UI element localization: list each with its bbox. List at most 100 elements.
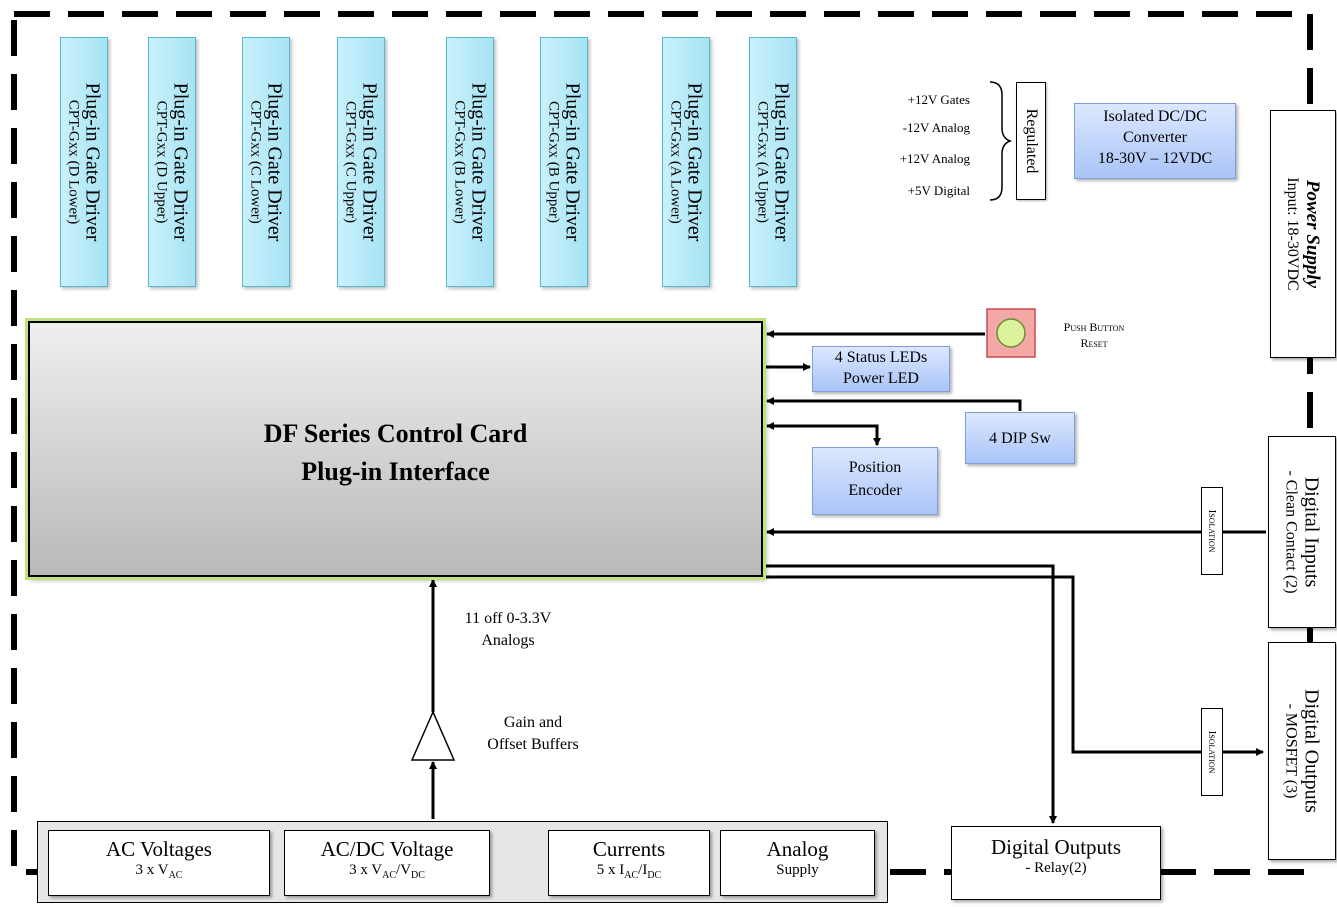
dcdc-line3: 18-30V – 12VDC — [1097, 149, 1213, 167]
position-encoder-line1: Position — [848, 459, 902, 476]
gate-driver-sub: CPT-Gxx (A Lower) — [667, 100, 684, 224]
gate-driver-title: Plug-in Gate Driver — [561, 82, 584, 242]
analog-supply-sub: Supply — [776, 862, 819, 878]
dip-switch-label: 4 DIP Sw — [989, 430, 1051, 447]
gate-driver-title: Plug-in Gate Driver — [770, 82, 793, 242]
acdc-voltage-subscript-dc: DC — [411, 870, 425, 881]
currents-subscript-ac: AC — [624, 870, 639, 881]
dip-switch-box: 4 DIP Sw — [965, 412, 1075, 464]
power-supply-title: Power Supply — [1302, 179, 1324, 289]
gate-driver-title: Plug-in Gate Driver — [467, 82, 490, 242]
digital-inputs-title: Digital Inputs — [1300, 476, 1323, 588]
ac-voltages-sub: 3 x VAC — [49, 862, 269, 881]
ac-voltages-count: 3 x V — [135, 862, 169, 878]
regulated-box: Regulated — [1016, 82, 1046, 200]
isolation-block-outputs: Isolation — [1201, 708, 1223, 796]
gate-driver-sub: CPT-Gxx (C Lower) — [247, 100, 264, 224]
ac-voltages-subscript: AC — [168, 870, 183, 881]
ac-voltages-title: AC Voltages — [106, 837, 212, 861]
relay-arrow — [764, 564, 1057, 824]
digital-outputs-mosfet-sub: - MOSFET (3) — [1282, 703, 1300, 799]
digital-inputs-sub: - Clean Contact (2) — [1282, 470, 1300, 594]
gate-driver-title: Plug-in Gate Driver — [263, 82, 286, 242]
status-leds-line2: Power LED — [843, 369, 919, 387]
acdc-voltage-count: 3 x V — [349, 862, 383, 878]
position-encoder-box: Position Encoder — [812, 447, 938, 515]
analogs-label: 11 off 0-3.3V Analogs — [438, 608, 578, 651]
currents-tail: /I — [638, 862, 648, 878]
gate-driver-title: Plug-in Gate Driver — [683, 82, 706, 242]
relay-outputs-title: Digital Outputs — [990, 835, 1122, 859]
dcdc-line1: Isolated DC/DC — [1103, 108, 1207, 125]
digital-outputs-mosfet-title: Digital Outputs — [1300, 689, 1323, 813]
acdc-voltage-title: AC/DC Voltage — [320, 837, 454, 861]
buffers-label: Gain and Offset Buffers — [458, 712, 608, 755]
acdc-voltage-tail: /V — [396, 862, 412, 878]
currents-sub: 5 x IAC/IDC — [549, 862, 709, 881]
digital-inputs-box: Digital Inputs - Clean Contact (2) — [1268, 436, 1336, 628]
power-supply-box: Power Supply Input: 18-30VDC — [1270, 110, 1336, 358]
gate-driver-sub: CPT-Gxx (B Upper) — [545, 101, 562, 223]
mosfet-arrow — [764, 575, 1264, 756]
acdc-voltage-sub: 3 x VAC/VDC — [285, 862, 489, 881]
relay-outputs-box: Digital Outputs - Relay(2) — [951, 826, 1161, 900]
dcdc-line2: Converter — [1123, 128, 1187, 146]
isolation-label: Isolation — [1206, 509, 1219, 553]
analog-supply-title: Analog — [766, 837, 829, 861]
gate-driver-sub: CPT-Gxx (A Upper) — [754, 101, 771, 223]
control-card-title: DF Series Control Card — [263, 419, 528, 448]
buffers-line1: Gain and — [503, 714, 563, 731]
currents-box: Currents 5 x IAC/IDC — [548, 830, 710, 896]
gate-driver-title: Plug-in Gate Driver — [169, 82, 192, 242]
gate-driver-sub: CPT-Gxx (D Lower) — [65, 99, 82, 225]
acdc-voltage-box: AC/DC Voltage 3 x VAC/VDC — [284, 830, 490, 896]
position-encoder-line2: Encoder — [848, 482, 902, 500]
analogs-line1: 11 off 0-3.3V — [464, 610, 552, 627]
isolation-block-inputs: Isolation — [1201, 487, 1223, 575]
status-leds-box: 4 Status LEDs Power LED — [812, 346, 950, 392]
gate-driver-sub: CPT-Gxx (D Upper) — [153, 100, 170, 224]
dip-arrow — [766, 397, 1022, 411]
push-button-label: Push Button Reset — [1044, 319, 1144, 351]
push-button-icon — [996, 318, 1026, 348]
rail-5v-digital: +5V Digital — [907, 183, 970, 198]
relay-outputs-sub: - Relay(2) — [1025, 860, 1087, 876]
gate-driver-title: Plug-in Gate Driver — [81, 82, 104, 242]
dcdc-converter: Isolated DC/DC Converter 18-30V – 12VDC — [1074, 103, 1236, 179]
acdc-voltage-subscript-ac: AC — [382, 870, 397, 881]
isolation-label: Isolation — [1206, 730, 1219, 774]
ac-voltages-box: AC Voltages 3 x VAC — [48, 830, 270, 896]
buffer-triangle — [410, 710, 456, 761]
digital-outputs-mosfet-box: Digital Outputs - MOSFET (3) — [1268, 642, 1336, 860]
control-card: DF Series Control Card Plug-in Interface — [25, 318, 766, 580]
analog-supply-box: Analog Supply — [720, 830, 875, 896]
rails-bracket — [989, 81, 1013, 201]
rail-12v-gates: +12V Gates — [907, 92, 970, 107]
gate-driver-sub: CPT-Gxx (B Lower) — [451, 100, 468, 224]
push-button-line1: Push Button — [1063, 320, 1125, 334]
currents-subscript-dc: DC — [647, 870, 662, 881]
buffers-line2: Offset Buffers — [487, 735, 579, 753]
analogs-line2: Analogs — [481, 631, 535, 649]
rail-neg12v-analog: -12V Analog — [902, 120, 970, 135]
currents-count: 5 x I — [596, 862, 625, 878]
gate-driver-title: Plug-in Gate Driver — [358, 82, 381, 242]
encoder-arrow — [766, 422, 881, 446]
rail-12v-analog: +12V Analog — [899, 151, 970, 166]
gate-driver-sub: CPT-Gxx (C Upper) — [342, 101, 359, 223]
power-supply-sub: Input: 18-30VDC — [1284, 177, 1302, 291]
control-card-subtitle: Plug-in Interface — [301, 456, 490, 486]
push-button-line2: Reset — [1080, 336, 1108, 351]
status-leds-line1: 4 Status LEDs — [834, 349, 928, 366]
board-outline — [11, 11, 1313, 875]
